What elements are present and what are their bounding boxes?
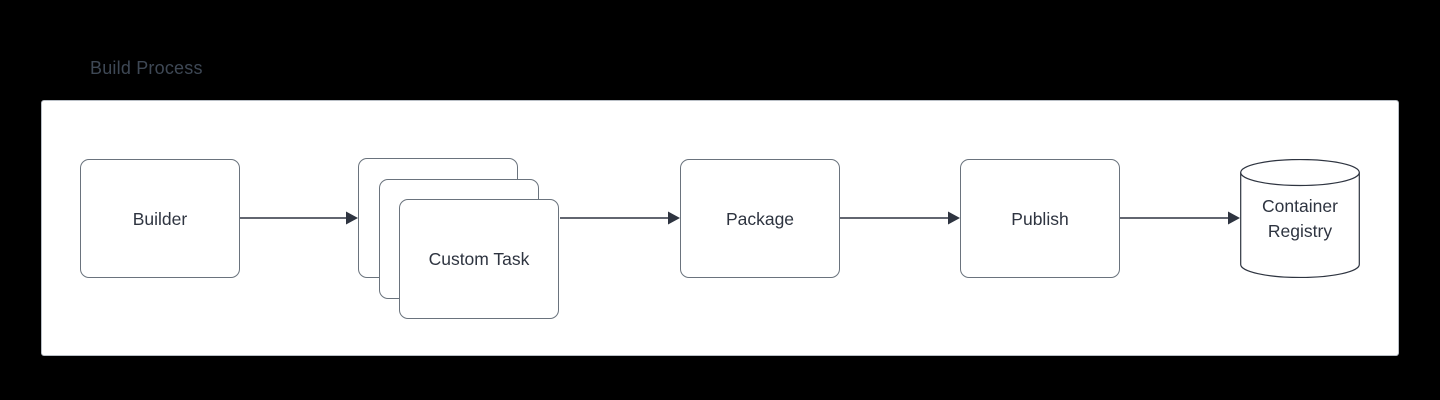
node-custom-task-label: Custom Task (428, 249, 530, 269)
node-container-registry[interactable]: Container Registry (1240, 159, 1360, 278)
node-publish-label: Publish (1011, 208, 1069, 229)
node-custom-task-stack[interactable]: Custom Task (358, 158, 560, 320)
arrow-package-to-publish (840, 206, 960, 230)
node-custom-task-card-front[interactable]: Custom Task (399, 199, 559, 319)
node-container-registry-label: Container Registry (1262, 195, 1338, 241)
node-publish[interactable]: Publish (960, 159, 1120, 278)
arrow-builder-to-custom-task (240, 206, 358, 230)
page-title: Build Process (90, 58, 203, 78)
node-builder[interactable]: Builder (80, 159, 240, 278)
node-package[interactable]: Package (680, 159, 840, 278)
node-package-label: Package (725, 208, 795, 229)
cylinder-icon (1240, 159, 1360, 278)
arrow-custom-task-to-package (560, 206, 680, 230)
node-builder-label: Builder (132, 208, 188, 229)
arrow-publish-to-registry (1120, 206, 1240, 230)
